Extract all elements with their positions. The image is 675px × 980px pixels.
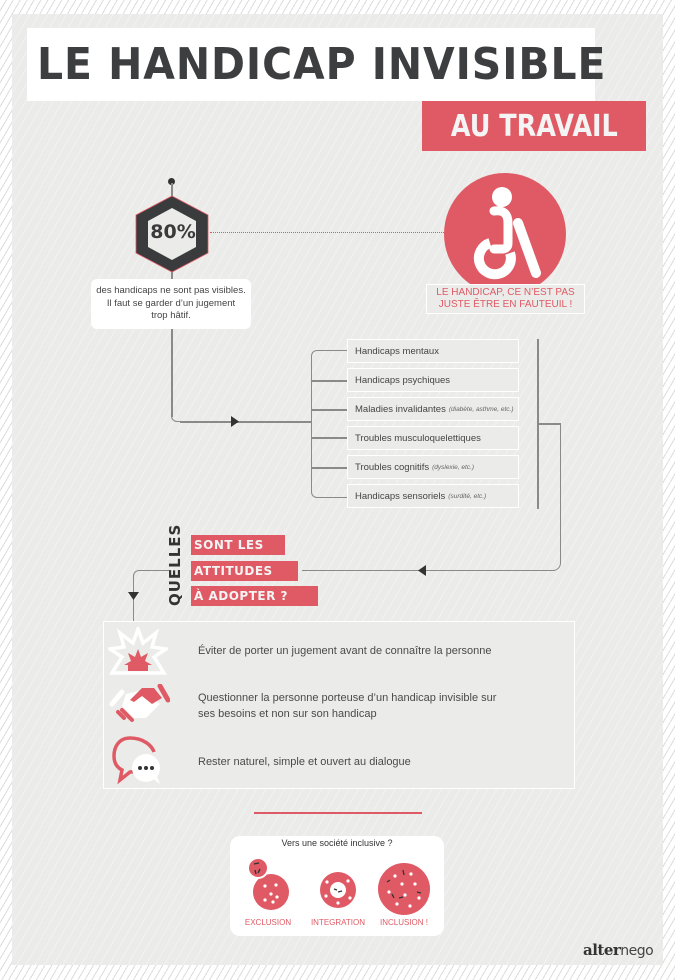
page-title: LE HANDICAP INVISIBLE [37,39,607,90]
connector-corner [171,410,181,422]
inclusive-title: Vers une société inclusive ? [281,838,393,848]
attitude-text: Questionner la personne porteuse d’un ha… [198,692,497,704]
speech-bubbles-icon [112,736,160,784]
attitude-text: Éviter de porter un jugement avant de co… [198,645,492,657]
hexagon-icon [135,195,209,273]
connector-corner [302,423,561,571]
handicap-type-item: Troubles musculoquelettiques [347,426,519,450]
wheelchair-caption: LE HANDICAP, CE N’EST PAS JUSTE ÊTRE EN … [426,284,585,314]
connector-line [171,183,173,197]
handicap-type-label: Maladies invalidantes [355,403,446,415]
wheelchair-caption-line: LE HANDICAP, CE N’EST PAS [436,287,575,298]
exclusion-label: EXCLUSION [244,918,292,927]
inclusion-circle-icon [378,863,430,915]
stat-value: 80% [150,221,196,243]
connector-line [312,380,347,382]
question-line-bar: ATTITUDES [191,561,298,581]
title-banner: LE HANDICAP INVISIBLE [27,28,605,101]
connector-line [538,423,560,425]
handicap-type-item: Handicaps psychiques [347,368,519,392]
exclusion-circles-icon [247,857,289,910]
stat-caption-line: Il faut se garder d’un jugement [106,297,236,309]
handicap-type-label: Handicaps sensoriels [355,490,446,502]
dotted-connector [210,232,446,233]
attitude-item: Rester naturel, simple et ouvert au dial… [198,754,411,770]
connector-line [312,467,347,469]
connector-line [312,437,347,439]
attitude-text: Rester naturel, simple et ouvert au dial… [198,756,411,768]
wheelchair-icon [473,187,541,280]
connector-line [537,339,539,509]
handicap-type-item: Handicaps mentaux [347,339,519,363]
alternego-logo: alternego [583,941,654,959]
wheelchair-caption-line: JUSTE ÊTRE EN FAUTEUIL ! [438,299,573,310]
handicap-type-label: Handicaps mentaux [355,345,439,357]
page-subtitle: AU TRAVAIL [450,108,618,144]
handicap-type-item: Troubles cognitifs(dyslexie, etc.) [347,455,519,479]
question-line-bar: SONT LES [191,535,285,555]
connector-dot [168,178,175,185]
arrow-left-icon [418,565,426,576]
connector-line [171,272,173,280]
handshake-icon [109,684,170,722]
handicap-type-label: Troubles musculoquelettiques [355,432,481,444]
connector-line [180,421,312,423]
explosion-icon [108,627,168,675]
attitude-item: Éviter de porter un jugement avant de co… [198,643,492,659]
connector-line [171,329,173,417]
logo-light-part: nego [620,943,654,959]
handicap-type-label: Troubles cognitifs [355,461,430,473]
stat-caption: des handicaps ne sont pas visibles. Il f… [91,279,251,329]
types-bracket [311,350,347,498]
handicap-type-label: Handicaps psychiques [355,374,451,386]
question-line-bar: À ADOPTER ? [191,586,318,606]
attitude-item: Questionner la personne porteuse d’un ha… [198,690,496,722]
handicap-type-item: Maladies invalidantes(diabète, asthme, e… [347,397,519,421]
logo-bold-part: alter [583,941,621,959]
arrow-down-icon [128,592,139,600]
stat-caption-line: trop hâtif. [151,310,191,321]
separator-line [254,812,422,814]
handicap-type-note: (surdité, etc.) [448,492,487,500]
handicap-type-note: (diabète, asthme, etc.) [448,405,514,413]
handicap-type-note: (dyslexie, etc.) [432,463,475,471]
integration-label: INTEGRATION [310,918,366,927]
arrow-right-icon [231,416,239,427]
integration-circles-icon [320,872,356,908]
subtitle-banner: AU TRAVAIL [422,101,646,151]
connector-line [312,409,347,411]
attitudes-box [103,621,575,789]
inclusion-label: INCLUSION ! [379,918,428,927]
stat-caption-line: des handicaps ne sont pas visibles. [96,285,246,296]
handicap-type-item: Handicaps sensoriels(surdité, etc.) [347,484,519,508]
attitude-text: ses besoins et non sur son handicap [198,708,377,720]
infographic-panel [12,14,663,965]
